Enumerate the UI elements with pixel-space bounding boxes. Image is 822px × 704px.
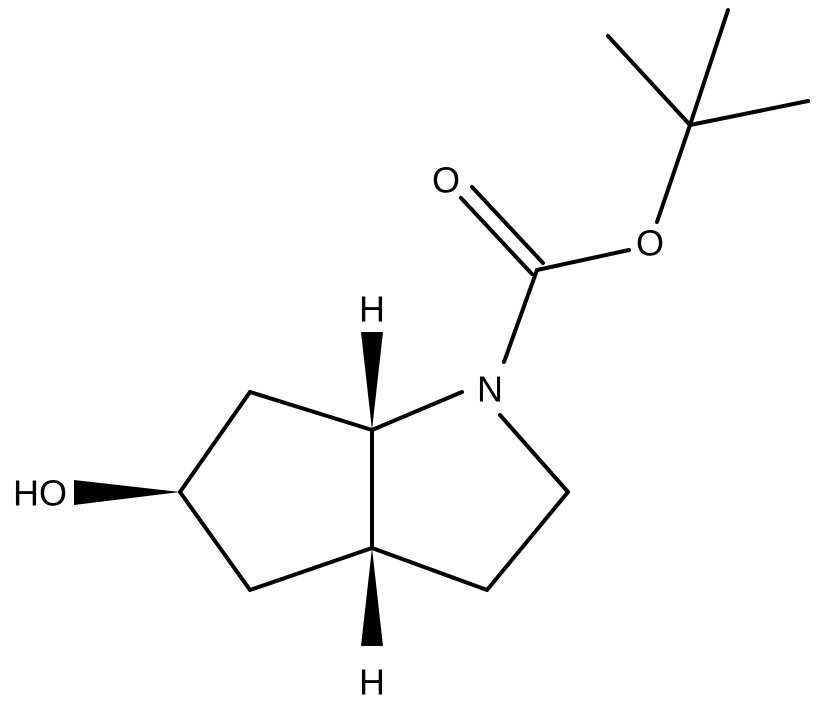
bond-tbutyl-methyl-left <box>606 34 692 127</box>
bond-nitrogen-to-c2 <box>498 413 570 494</box>
bond-tbutyl-methyl-top <box>688 8 730 127</box>
wedge-bond-hydrogen-bottom <box>361 548 383 646</box>
bond-tbutyl-methyl-right <box>688 99 810 127</box>
bond-carbonyl-double-2 <box>470 185 545 265</box>
atom-label-ester-oxygen: O <box>636 223 664 264</box>
bond-c5-to-c4 <box>178 490 252 592</box>
bond-c4-to-c3a <box>248 546 374 592</box>
bond-c6-to-c5 <box>178 390 252 494</box>
bond-tbutyl-to-ester-oxygen <box>655 123 692 224</box>
bond-nitrogen-to-c6a <box>370 390 464 432</box>
bond-c2-to-c3 <box>485 490 570 592</box>
atom-label-hydroxyl: HO <box>13 473 67 514</box>
bond-carbonyl-double-1 <box>459 196 534 276</box>
atom-label-nitrogen: N <box>477 369 503 410</box>
atom-label-hydrogen-top: H <box>359 289 385 330</box>
wedge-bond-hydrogen-top <box>361 332 383 430</box>
atom-label-carbonyl-oxygen: O <box>432 160 460 201</box>
bond-c6a-to-c6 <box>248 390 374 432</box>
bond-carbonyl-carbon-to-nitrogen <box>502 268 539 364</box>
atom-label-hydrogen-bottom: H <box>359 662 385 703</box>
bond-ester-oxygen-to-carbonyl-carbon <box>535 248 631 272</box>
bond-c3-to-c3a <box>370 546 489 592</box>
wedge-bond-hydroxyl <box>74 480 180 505</box>
